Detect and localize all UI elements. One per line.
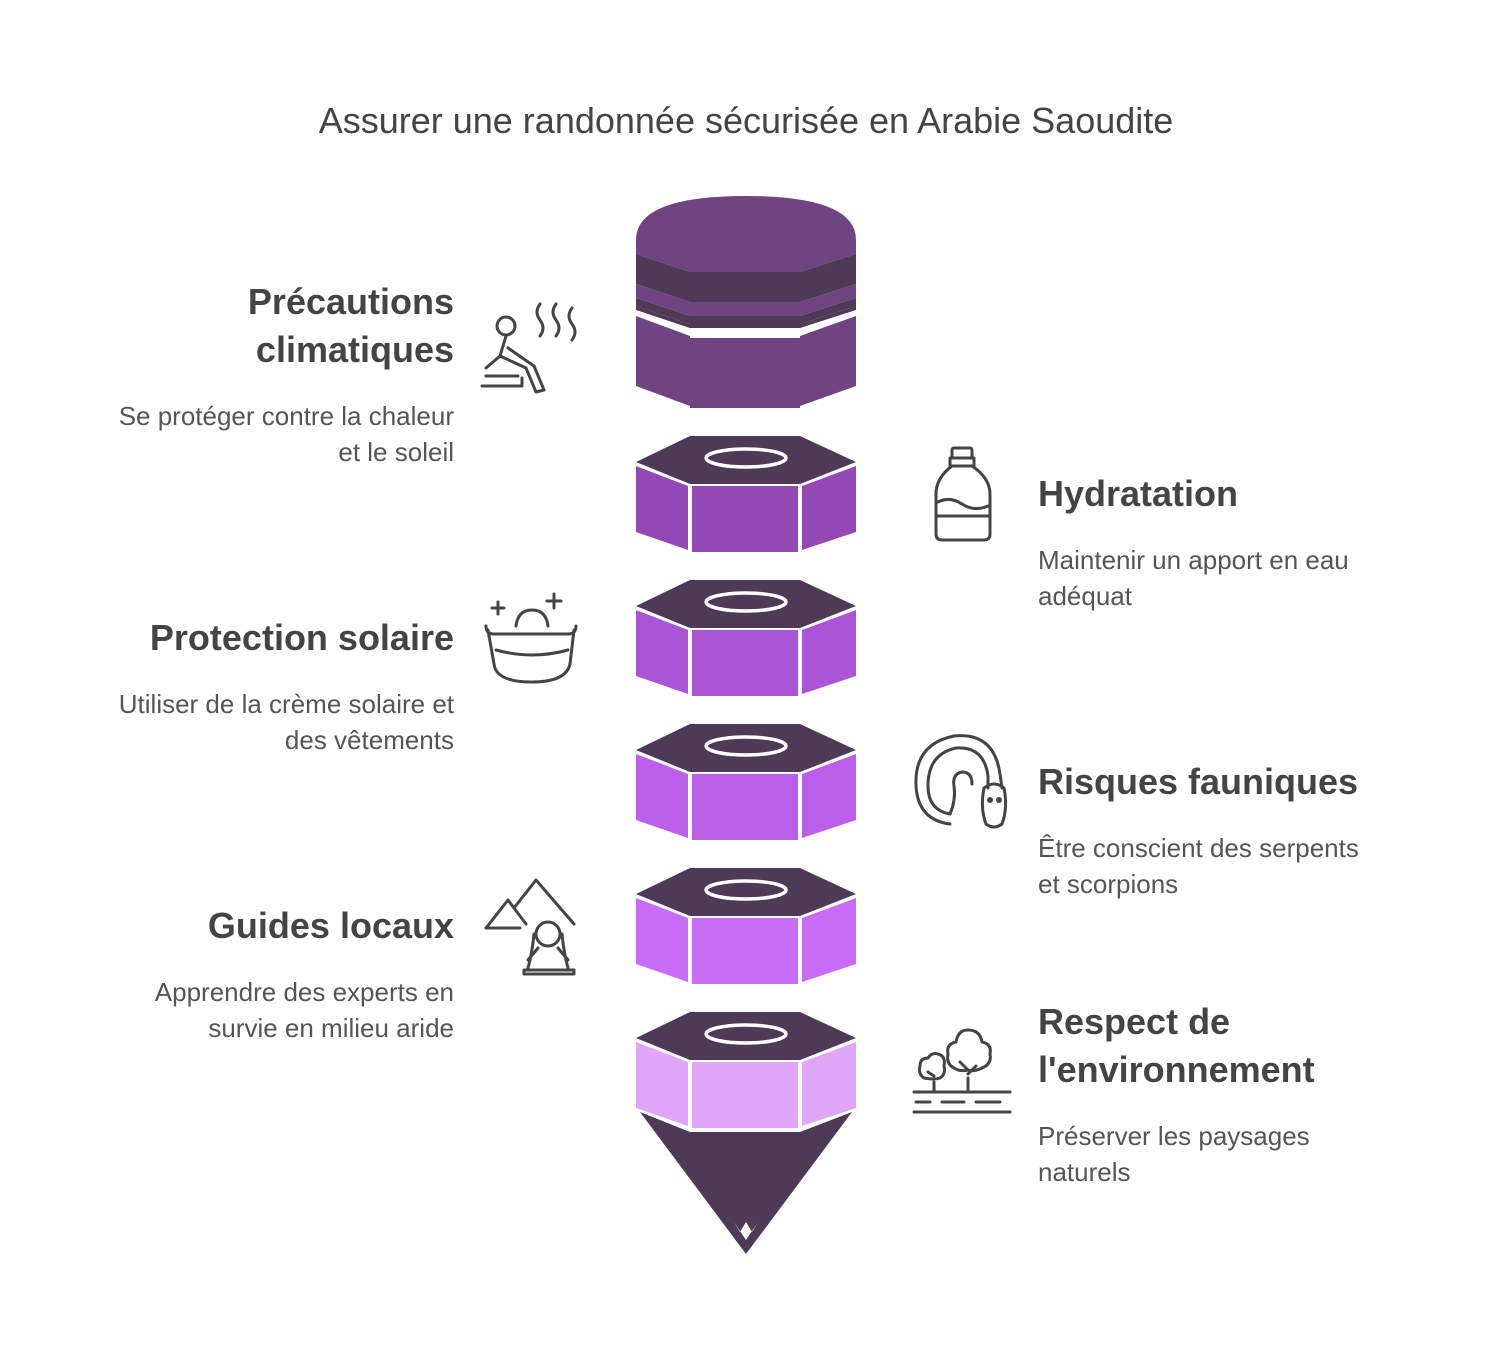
guide-mountain-icon [480,874,580,978]
item-title-precautions: Précautions climatiques [247,281,454,370]
item-title-protection-solaire: Protection solaire [149,617,454,658]
item-title-risques-fauniques: Risques fauniques [1038,761,1359,802]
snake-icon [910,730,1014,834]
item-title-hydratation: Hydratation [1038,473,1239,514]
pencil-layer-5 [636,1012,856,1128]
pencil-layer-4 [636,868,856,984]
item-title-respect-environnement: Respect de l'environnement [1038,1001,1315,1090]
pencil-layer-3 [636,724,856,840]
page-title: Assurer une randonnée sécurisée en Arabi… [318,100,1174,141]
pencil-tip [640,1112,852,1254]
pencil-layer-1 [636,436,856,552]
item-desc-protection-solaire: Utiliser de la crème solaire et des vête… [118,689,454,755]
item-desc-precautions: Se protéger contre la chaleur et le sole… [118,401,454,467]
pencil-cap [636,196,856,408]
trees-landscape-icon [910,1018,1014,1122]
item-title-guides-locaux: Guides locaux [207,905,454,946]
sunscreen-bowl-icon [480,588,580,688]
item-desc-respect-environnement: Préserver les paysages naturels [1038,1121,1310,1187]
item-desc-hydratation: Maintenir un apport en eau adéquat [1038,545,1349,611]
pencil-layer-2 [636,580,856,696]
item-desc-guides-locaux: Apprendre des experts en survie en milie… [154,977,454,1043]
water-bottle-icon [920,444,1004,544]
item-desc-risques-fauniques: Être conscient des serpents et scorpions [1038,833,1359,899]
heat-sitting-person-icon [478,298,582,402]
